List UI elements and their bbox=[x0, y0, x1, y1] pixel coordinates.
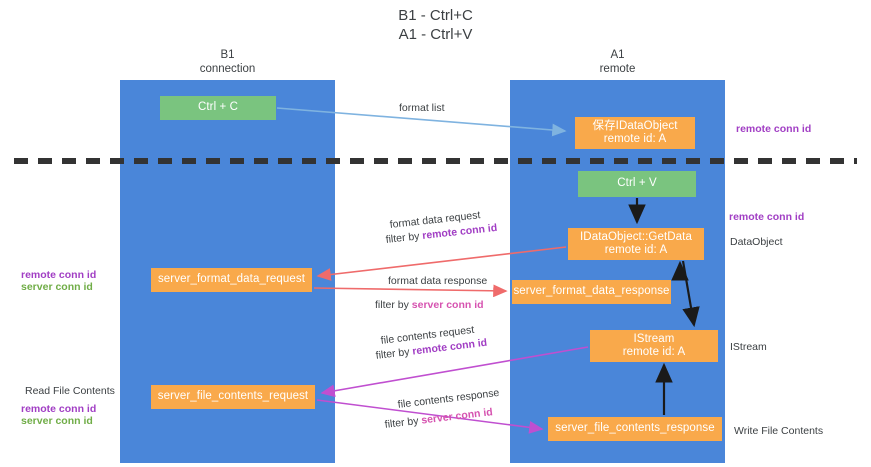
box-server-file-contents-request[interactable]: server_file_contents_request bbox=[151, 385, 315, 409]
filter-prefix: filter by bbox=[384, 414, 423, 431]
side-label-left-server-conn-id-bottom: server conn id bbox=[21, 415, 93, 427]
label-format-data-response: format data response bbox=[388, 275, 488, 287]
box-istream[interactable]: IStream remote id: A bbox=[590, 330, 718, 362]
filter-key-server-conn-id: server conn id bbox=[420, 406, 494, 427]
box-server-format-data-request[interactable]: server_format_data_request bbox=[151, 268, 312, 292]
filter-prefix: filter by bbox=[375, 299, 412, 311]
filter-prefix: filter by bbox=[375, 345, 414, 362]
box-server-file-contents-response[interactable]: server_file_contents_response bbox=[548, 417, 722, 441]
box-ctrl-v[interactable]: Ctrl + V bbox=[578, 171, 696, 197]
filter-prefix: filter by bbox=[385, 230, 423, 246]
label-format-list: format list bbox=[399, 102, 445, 114]
box-ctrl-c[interactable]: Ctrl + C bbox=[160, 96, 276, 120]
side-label-istream: IStream bbox=[730, 341, 767, 353]
lane-header-a1: A1 remote bbox=[599, 49, 636, 75]
diagram-title: B1 - Ctrl+C A1 - Ctrl+V bbox=[398, 7, 473, 43]
side-label-read-file-contents: Read File Contents bbox=[25, 385, 115, 397]
box-server-format-data-response[interactable]: server_format_data_response bbox=[512, 280, 671, 304]
side-label-dataobject: DataObject bbox=[730, 236, 783, 248]
filter-key-server-conn-id: server conn id bbox=[411, 299, 484, 311]
side-label-left-remote-conn-id-mid: remote conn id bbox=[21, 269, 97, 281]
label-format-data-response-filter: filter by server conn id bbox=[375, 298, 484, 312]
lane-header-b1: B1 connection bbox=[199, 49, 256, 75]
arrow-format-data-response bbox=[313, 284, 508, 298]
side-label-remote-conn-id-mid: remote conn id bbox=[729, 211, 805, 223]
box-save-idataobject[interactable]: 保存IDataObject remote id: A bbox=[575, 117, 695, 149]
side-label-left-remote-conn-id-bottom: remote conn id bbox=[21, 403, 97, 415]
side-label-remote-conn-id-top: remote conn id bbox=[736, 123, 812, 135]
side-label-left-server-conn-id-mid: server conn id bbox=[21, 281, 93, 293]
side-label-write-file-contents: Write File Contents bbox=[734, 425, 824, 437]
box-idataobject-getdata[interactable]: IDataObject::GetData remote id: A bbox=[568, 228, 704, 260]
phase-divider bbox=[14, 158, 857, 164]
